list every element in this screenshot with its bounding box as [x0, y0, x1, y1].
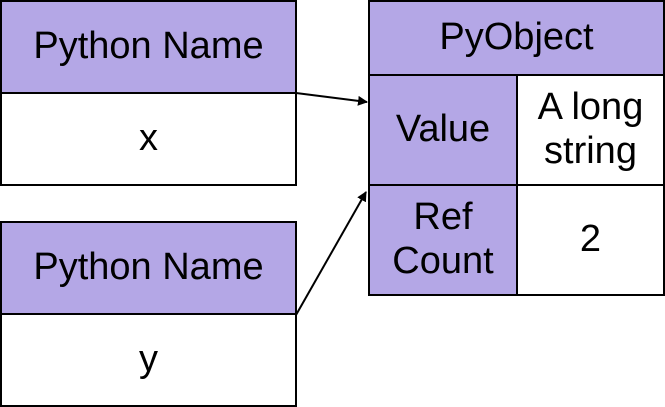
name-y-header-label: Python Name — [33, 246, 264, 289]
pyobject-refcount-label: Ref Count — [392, 196, 494, 282]
pyobject-title: PyObject — [439, 16, 594, 59]
name-y-value: y — [139, 338, 158, 381]
pyobject-value-label: Value — [395, 108, 491, 151]
pyobject-value-cell: A long string — [516, 74, 665, 186]
arrow-x-to-pyobject — [295, 92, 368, 106]
arrow-y-to-pyobject — [295, 191, 367, 316]
name-y-value-cell: y — [0, 313, 297, 407]
name-x-header-label: Python Name — [33, 25, 264, 68]
name-x-value-cell: x — [0, 92, 297, 186]
pyobject-refcount-label-cell: Ref Count — [368, 184, 518, 296]
pyobject-refcount-cell: 2 — [516, 184, 665, 296]
name-x-value: x — [139, 117, 158, 160]
name-y-header: Python Name — [0, 221, 297, 315]
pyobject-value: A long string — [537, 86, 644, 172]
pyobject-refcount: 2 — [579, 218, 602, 261]
name-x-header: Python Name — [0, 0, 297, 94]
